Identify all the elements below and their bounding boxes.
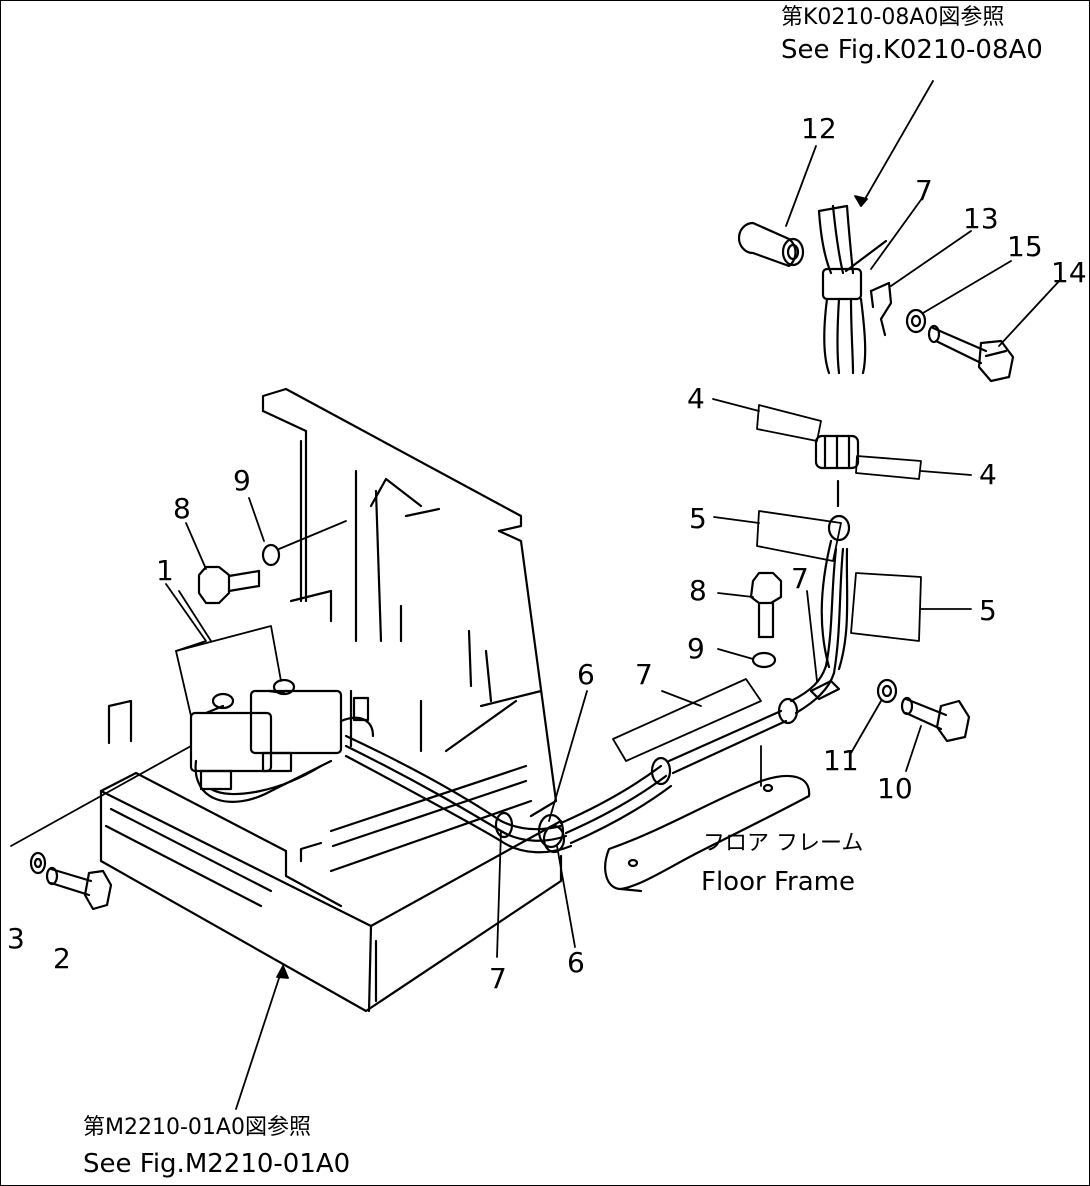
floor-frame-jp: フロア フレーム [703, 831, 864, 856]
hose-bundle [344, 434, 860, 854]
callout-5-left: 5 [689, 502, 707, 535]
bolt-8-left [197, 565, 261, 605]
floor-frame-drawing [604, 774, 811, 893]
callout-14: 14 [1051, 256, 1087, 289]
callout-7-middle: 7 [635, 658, 653, 691]
leader-lines [10, 80, 1062, 1110]
washer-11 [876, 678, 898, 704]
bottom-reference-jp: 第M2210-01A0図参照 [83, 1115, 311, 1140]
seat-frame-panel [261, 387, 558, 873]
callout-8-left: 8 [173, 492, 191, 525]
callout-7-bottom: 7 [489, 962, 507, 995]
callout-2: 2 [53, 942, 71, 975]
top-reference-jp: 第K0210-08A0図参照 [781, 5, 1005, 30]
callout-7-top: 7 [915, 174, 933, 207]
clip-13 [869, 281, 893, 337]
bottom-reference: 第M2210-01A0図参照 See Fig.M2210-01A0 [83, 1115, 351, 1179]
callout-3: 3 [7, 922, 25, 955]
callout-10: 10 [877, 772, 913, 805]
bottom-reference-en: See Fig.M2210-01A0 [83, 1149, 351, 1179]
callout-12: 12 [801, 112, 837, 145]
upper-tube-bundle [817, 204, 888, 375]
callout-6-bottom: 6 [567, 946, 585, 979]
top-reference: 第K0210-08A0図参照 See Fig.K0210-08A0 [781, 5, 1043, 65]
sleeve-12 [737, 221, 805, 268]
callout-9-right: 9 [687, 632, 705, 665]
washer-9-left [261, 543, 281, 567]
washer-3 [29, 851, 47, 875]
callout-7-right: 7 [791, 562, 809, 595]
callout-9-left: 9 [233, 464, 251, 497]
callout-8-right: 8 [689, 574, 707, 607]
top-reference-en: See Fig.K0210-08A0 [781, 35, 1043, 65]
callout-4-right: 4 [979, 458, 997, 491]
bolt-10 [900, 696, 971, 743]
washer-9-right [751, 651, 777, 669]
washer-15 [905, 308, 927, 334]
callout-4-left: 4 [687, 382, 705, 415]
callout-6-top: 6 [577, 658, 595, 691]
bolt-8-right [749, 571, 783, 639]
floor-frame-en: Floor Frame [701, 867, 855, 897]
callout-15: 15 [1007, 230, 1043, 263]
callout-13: 13 [963, 202, 999, 235]
control-valves [189, 678, 375, 803]
callout-5-right: 5 [979, 594, 997, 627]
bolt-2 [45, 866, 113, 911]
bolt-14 [927, 324, 1015, 383]
callout-1: 1 [156, 554, 174, 587]
callout-11: 11 [823, 744, 859, 777]
